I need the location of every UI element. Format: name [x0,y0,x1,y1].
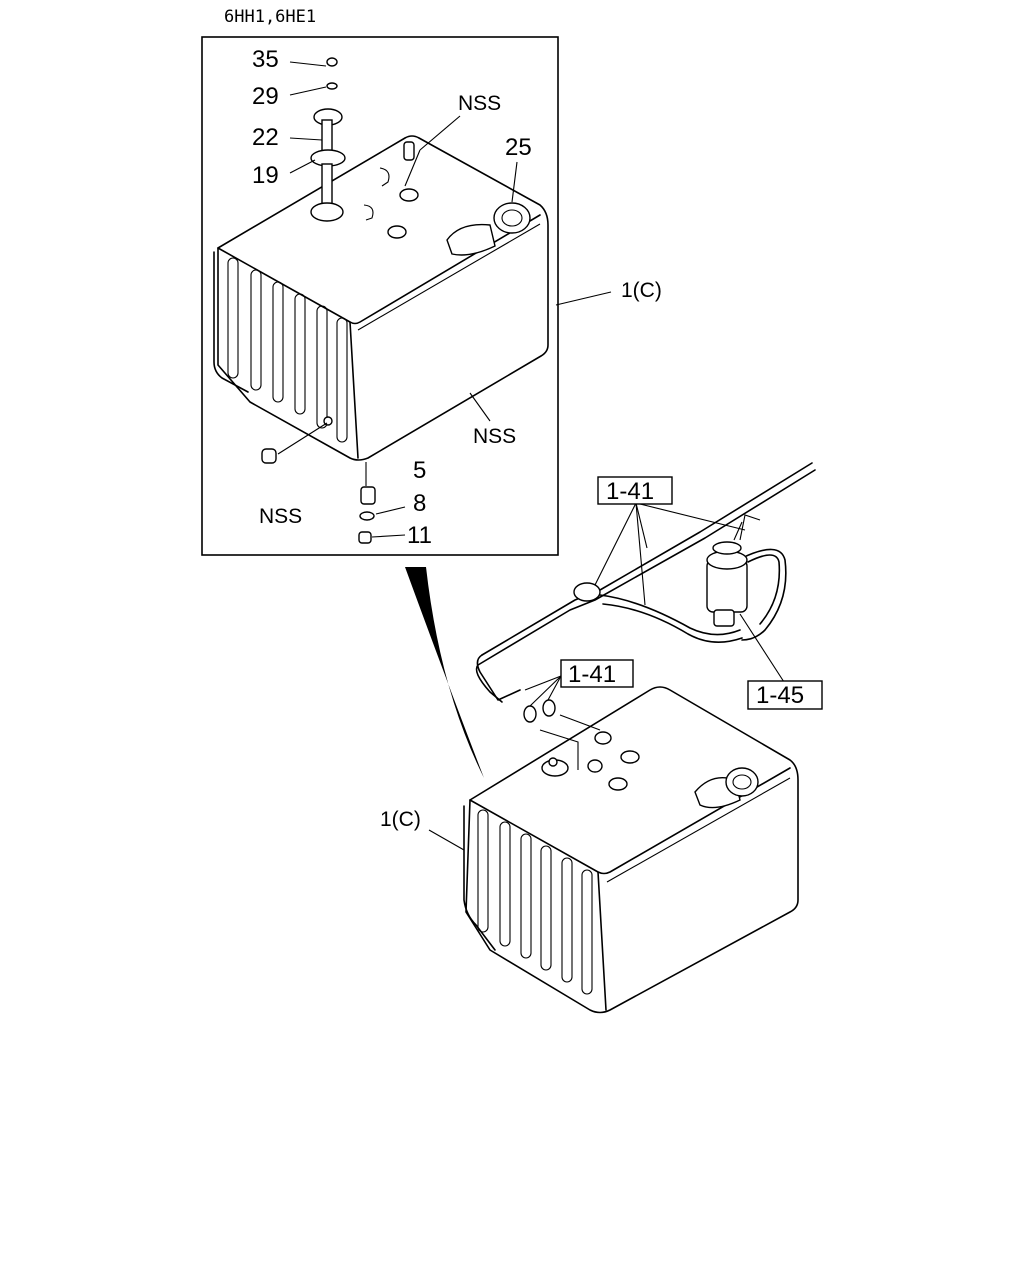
label-washer-29: 29 [252,83,279,110]
main-fuel-tank [463,686,799,1014]
label-tank-detail: 1(C) [621,279,662,302]
detail-leader-lines [277,61,612,538]
label-drain-bolt-11: 11 [407,522,432,549]
label-gasket-19: 19 [252,162,279,189]
label-bolt-35: 35 [252,46,279,73]
label-tank-main: 1(C) [380,808,421,831]
label-gauge-unit-22: 22 [252,124,279,151]
label-nss-top: NSS [458,92,501,115]
detail-tank-ribs [227,257,348,443]
box-fuel-pipe-lower [560,659,634,688]
callout-pointer [405,567,484,778]
label-drain-washer-8: 8 [413,490,426,517]
label-fuel-pipe-lower: 1-41 [568,661,616,688]
label-nss-left: NSS [259,505,302,528]
engine-model-heading: 6HH1,6HE1 [224,7,316,27]
fuel-filter [706,521,748,627]
box-fuel-filter [747,680,823,710]
label-fuel-filter: 1-45 [756,682,804,709]
detail-gauge-unit [310,57,346,222]
label-nss-right: NSS [473,425,516,448]
label-drain-plug-5: 5 [413,457,426,484]
fuel-pipe-assembly [475,462,816,723]
label-fuel-pipe-upper: 1-41 [606,478,654,505]
detail-frame [201,36,559,556]
main-tank-ribs [477,809,593,995]
main-leader-lines [428,502,785,851]
detail-fuel-tank [213,57,549,544]
box-fuel-pipe-upper [597,476,673,505]
label-filler-cap-25: 25 [505,134,532,161]
